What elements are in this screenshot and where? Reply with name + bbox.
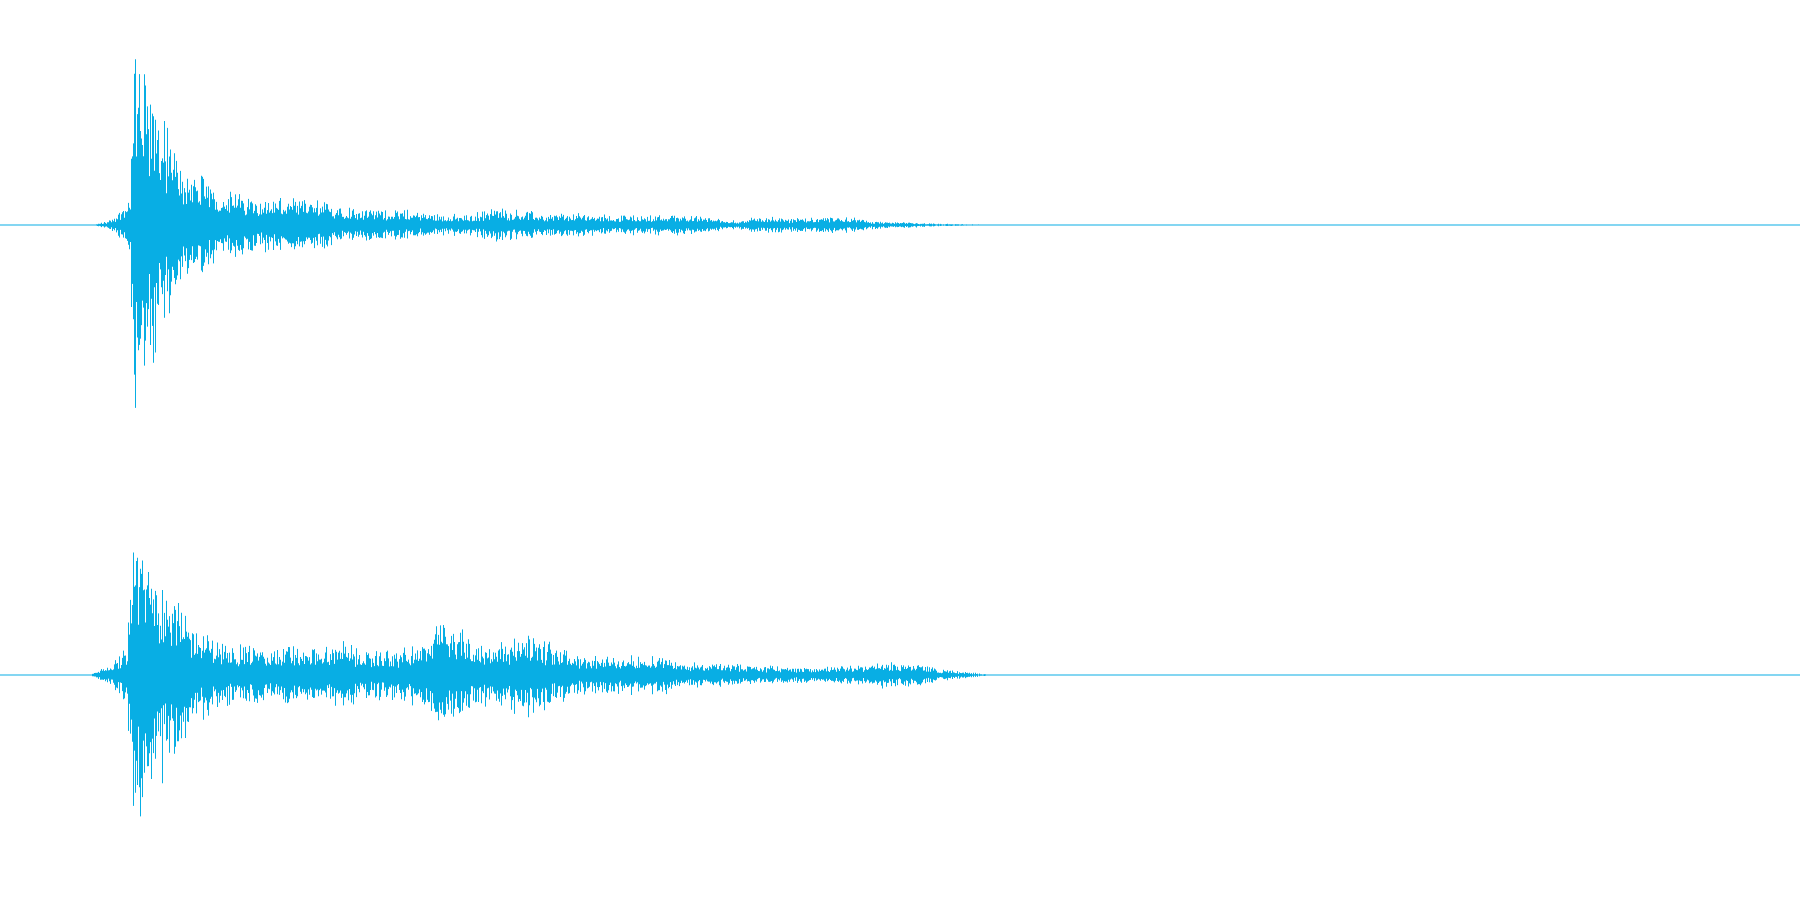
channel-2-waveform[interactable] [0, 552, 1800, 817]
channel-1-waveform[interactable] [0, 59, 1800, 408]
channel-2-samples [92, 552, 986, 817]
channel-1-samples [96, 59, 979, 408]
